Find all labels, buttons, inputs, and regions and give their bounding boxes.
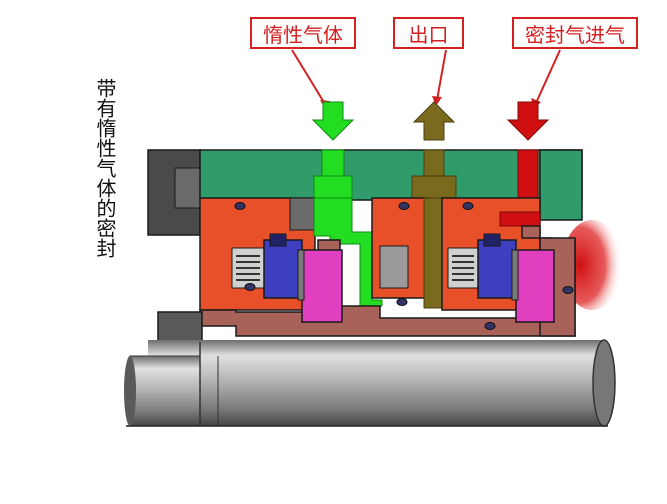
shaft-end-left [124, 356, 136, 426]
leader-line-outlet [436, 49, 447, 101]
outlet-channel-wide [411, 175, 457, 199]
shaft-step-left [129, 355, 201, 427]
mating-ring-left-magenta [301, 249, 343, 323]
o-ring-3 [462, 202, 474, 210]
outlet-label: 出口 [393, 17, 464, 49]
spring-left-icon [236, 255, 260, 281]
o-ring-6 [484, 322, 496, 330]
leader-line-seal [535, 49, 561, 104]
seal-gas-arrow-icon [506, 101, 550, 141]
gray-spacer-middle [379, 245, 409, 289]
o-ring-1 [234, 202, 246, 210]
shaft-end-right [592, 339, 616, 427]
outlet-passage [423, 197, 443, 309]
o-ring-2 [398, 202, 410, 210]
inert-gas-label: 惰性气体 [250, 17, 356, 49]
seal-chamber-left-gap [289, 197, 317, 231]
inert-gas-arrow-icon [311, 101, 355, 141]
inert-gas-passage [313, 197, 383, 307]
outlet-arrow-icon [412, 101, 456, 141]
leader-tip-outlet [432, 96, 442, 106]
seal-face-left [297, 249, 305, 301]
seal-gas-passage-horizontal [499, 211, 541, 227]
seal-face-right [511, 249, 519, 301]
o-ring-5 [396, 298, 408, 306]
leader-line-inert [291, 49, 326, 105]
o-ring-7 [562, 286, 574, 294]
housing-green-right [539, 149, 583, 221]
housing-lower-left [157, 311, 203, 343]
stator-ring-left-blue [263, 239, 303, 299]
shaft-body [148, 340, 606, 426]
housing-left-notch [174, 167, 201, 209]
spring-right-icon [452, 255, 474, 281]
o-ring-4 [244, 283, 256, 291]
seal-gas-inlet-label: 密封气进气 [512, 17, 638, 49]
stator-ring-left-dark [269, 233, 287, 247]
inert-gas-channel-wide [313, 175, 353, 201]
stator-ring-right-blue [477, 239, 517, 299]
stator-ring-right-dark [483, 233, 501, 247]
seal-gas-glow [562, 220, 622, 310]
side-title: 带有惰性气体的密封 [93, 78, 117, 258]
mating-ring-right-magenta [515, 249, 555, 323]
